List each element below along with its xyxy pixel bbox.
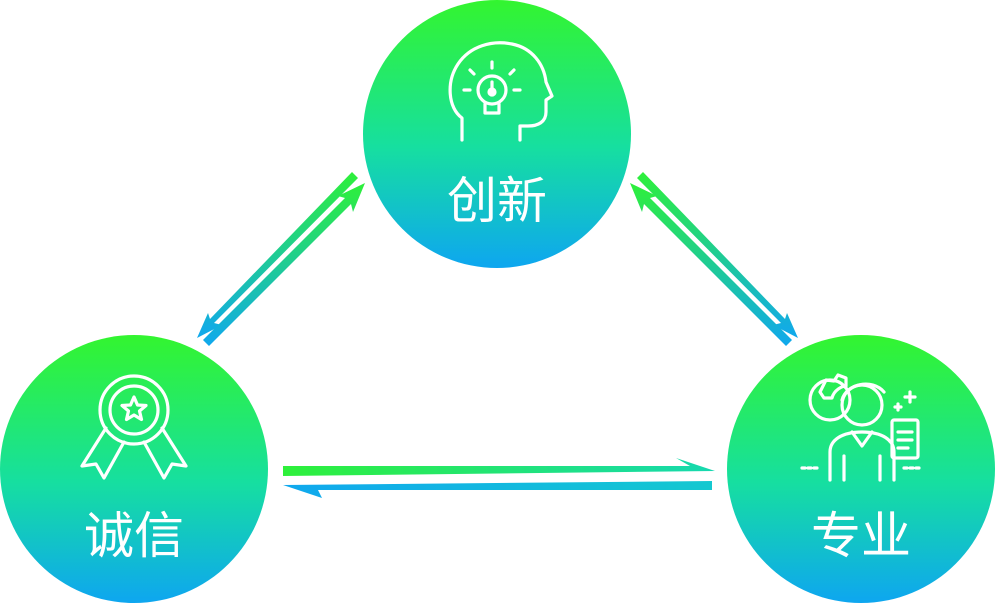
arrow-to-integrity-horizontal xyxy=(283,481,712,498)
connector-innovation-professional xyxy=(630,172,798,346)
award-ribbon-icon xyxy=(80,374,188,480)
arrow-to-integrity xyxy=(197,172,358,338)
node-integrity-circle xyxy=(0,335,268,603)
node-innovation-label: 创新 xyxy=(447,172,547,230)
connector-integrity-professional xyxy=(283,458,715,498)
node-integrity: 诚信 xyxy=(0,335,268,603)
node-professional-label: 专业 xyxy=(811,507,911,565)
connector-innovation-integrity xyxy=(197,172,365,346)
node-innovation-circle xyxy=(363,0,631,268)
node-innovation: 创新 xyxy=(363,0,631,268)
arrow-to-innovation-right xyxy=(630,183,792,346)
node-professional-circle xyxy=(727,335,995,603)
node-professional: 专业 xyxy=(727,335,995,603)
professional-person-gear-icon xyxy=(800,373,922,482)
arrow-to-professional xyxy=(637,172,798,338)
arrow-to-professional-horizontal xyxy=(283,458,715,476)
arrow-to-innovation-left xyxy=(203,183,365,346)
node-integrity-label: 诚信 xyxy=(84,507,184,565)
lightbulb-head-icon xyxy=(448,41,554,142)
